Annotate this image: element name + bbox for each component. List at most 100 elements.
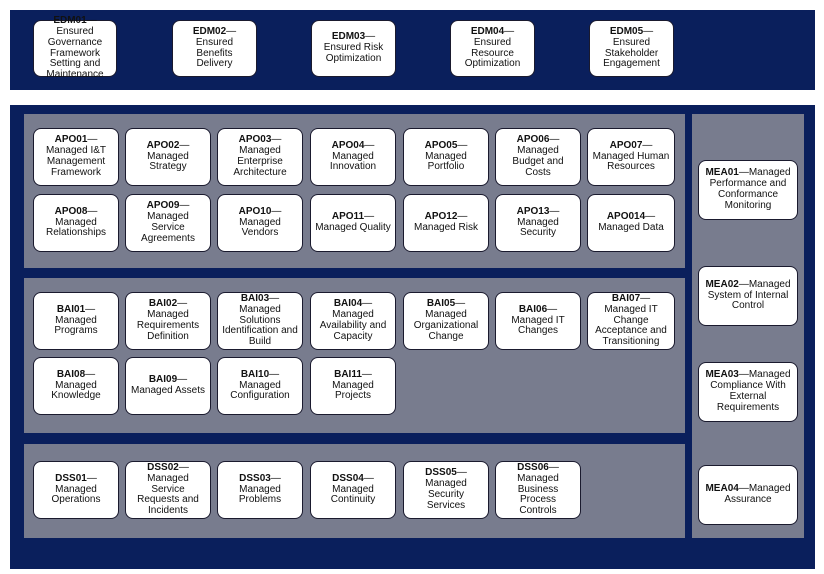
process-name: —Managed Programs — [54, 303, 98, 337]
process-name: —Ensured Governance Framework Setting an… — [46, 15, 104, 81]
process-name: —Managed Assurance — [724, 483, 791, 505]
edm03-box[interactable]: EDM03—Ensured Risk Optimization — [311, 20, 396, 77]
mea03-box[interactable]: MEA03—Managed Compliance With External R… — [698, 362, 798, 422]
process-code: BAI05 — [426, 298, 456, 310]
edm01-box[interactable]: EDM01—Ensured Governance Framework Setti… — [33, 15, 117, 80]
process-name: —Managed Human Resources — [592, 139, 670, 173]
process-code: DSS05 — [425, 467, 457, 479]
mea01-box[interactable]: MEA01—Managed Performance and Conformanc… — [698, 160, 798, 220]
process-name: —Managed Continuity — [330, 472, 376, 506]
process-code: MEA01 — [705, 167, 739, 179]
process-code: DSS04 — [332, 472, 364, 484]
process-name: —Managed Risk — [414, 211, 478, 233]
process-code: APO11 — [331, 211, 365, 223]
dss05-box[interactable]: DSS05—Managed Security Services — [403, 461, 489, 519]
process-code: EDM03 — [331, 31, 366, 43]
edm04-box[interactable]: EDM04—Ensured Resource Optimization — [450, 20, 535, 77]
edm05-box[interactable]: EDM05—Ensured Stakeholder Engagement — [589, 20, 674, 77]
process-name: —Managed Security — [517, 205, 560, 239]
process-name: —Managed Budget and Costs — [512, 134, 564, 178]
apo08-box[interactable]: APO08—Managed Relationships — [33, 194, 119, 252]
process-code: APO12 — [424, 211, 458, 223]
dss04-box[interactable]: DSS04—Managed Continuity — [310, 461, 396, 519]
mea04-box[interactable]: MEA04—Managed Assurance — [698, 465, 798, 525]
process-name: —Managed Organizational Change — [413, 298, 479, 342]
apo12-box[interactable]: APO12—Managed Risk — [403, 194, 489, 252]
bai01-box[interactable]: BAI01—Managed Programs — [33, 292, 119, 350]
process-code: BAI03 — [240, 293, 270, 305]
process-code: BAI01 — [56, 303, 86, 315]
process-name: —Managed Portfolio — [425, 139, 468, 173]
apo10-box[interactable]: APO10—Managed Vendors — [217, 194, 303, 252]
process-code: MEA02 — [705, 278, 739, 290]
bai03-box[interactable]: BAI03—Managed Solutions Identification a… — [217, 292, 303, 350]
process-code: APO13 — [516, 205, 550, 217]
process-name: —Managed Performance and Conformance Mon… — [709, 167, 791, 211]
process-name: —Managed Availability and Capacity — [319, 298, 387, 342]
process-name: —Managed Security Services — [425, 467, 467, 511]
dss03-box[interactable]: DSS03—Managed Problems — [217, 461, 303, 519]
process-name: —Managed System of Internal Control — [707, 278, 791, 312]
process-code: BAI09 — [148, 374, 178, 386]
apo11-box[interactable]: APO11—Managed Quality — [310, 194, 396, 252]
process-name: —Ensured Resource Optimization — [464, 25, 521, 70]
process-code: APO07 — [609, 139, 643, 151]
process-name: —Managed Innovation — [329, 139, 377, 173]
process-code: BAI08 — [56, 368, 86, 380]
process-name: —Managed Data — [598, 211, 664, 233]
process-name: —Managed Problems — [238, 472, 282, 506]
apo13-box[interactable]: APO13—Managed Security — [495, 194, 581, 252]
bai08-box[interactable]: BAI08—Managed Knowledge — [33, 357, 119, 415]
apo07-box[interactable]: APO07—Managed Human Resources — [587, 128, 675, 186]
process-code: APO03 — [238, 134, 272, 146]
process-code: EDM01 — [53, 15, 87, 27]
process-code: DSS06 — [517, 462, 549, 474]
dss01-box[interactable]: DSS01—Managed Operations — [33, 461, 119, 519]
bai11-box[interactable]: BAI11—Managed Projects — [310, 357, 396, 415]
process-code: BAI04 — [333, 298, 363, 310]
process-name: —Managed Service Requests and Incidents — [137, 462, 199, 517]
bai02-box[interactable]: BAI02—Managed Requirements Definition — [125, 292, 211, 350]
apo02-box[interactable]: APO02—Managed Strategy — [125, 128, 211, 186]
process-name: —Managed Solutions Identification and Bu… — [222, 293, 298, 348]
bai06-box[interactable]: BAI06—Managed IT Changes — [495, 292, 581, 350]
process-name: —Managed Business Process Controls — [517, 462, 559, 517]
mea02-box[interactable]: MEA02—Managed System of Internal Control — [698, 266, 798, 326]
process-code: DSS02 — [147, 462, 179, 474]
process-name: —Managed Vendors — [239, 205, 282, 239]
process-code: APO04 — [331, 139, 365, 151]
process-name: —Managed Compliance With External Requir… — [710, 369, 791, 413]
process-code: EDM05 — [609, 25, 644, 37]
process-code: APO014 — [606, 211, 646, 223]
apo014-box[interactable]: APO014—Managed Data — [587, 194, 675, 252]
bai09-box[interactable]: BAI09—Managed Assets — [125, 357, 211, 415]
bai04-box[interactable]: BAI04—Managed Availability and Capacity — [310, 292, 396, 350]
process-name: —Managed Projects — [332, 368, 374, 402]
bai10-box[interactable]: BAI10—Managed Configuration — [217, 357, 303, 415]
apo04-box[interactable]: APO04—Managed Innovation — [310, 128, 396, 186]
dss02-box[interactable]: DSS02—Managed Service Requests and Incid… — [125, 461, 211, 519]
process-name: —Managed Configuration — [230, 368, 290, 402]
process-name: —Managed Knowledge — [51, 368, 101, 402]
process-name: —Managed Service Agreements — [141, 200, 195, 244]
bai05-box[interactable]: BAI05—Managed Organizational Change — [403, 292, 489, 350]
process-code: MEA04 — [705, 483, 739, 495]
process-name: —Managed I&T Management Framework — [45, 134, 107, 178]
process-code: BAI07 — [611, 293, 641, 305]
process-code: APO09 — [146, 200, 180, 212]
dss06-box[interactable]: DSS06—Managed Business Process Controls — [495, 461, 581, 519]
apo06-box[interactable]: APO06—Managed Budget and Costs — [495, 128, 581, 186]
process-name: —Managed Enterprise Architecture — [233, 134, 287, 178]
process-name: —Managed Strategy — [147, 139, 190, 173]
process-name: —Managed Assets — [131, 374, 205, 396]
apo01-box[interactable]: APO01—Managed I&T Management Framework — [33, 128, 119, 186]
process-code: BAI11 — [334, 368, 362, 380]
apo05-box[interactable]: APO05—Managed Portfolio — [403, 128, 489, 186]
edm02-box[interactable]: EDM02—Ensured Benefits Delivery — [172, 20, 257, 77]
process-name: —Managed Quality — [315, 211, 391, 233]
apo03-box[interactable]: APO03—Managed Enterprise Architecture — [217, 128, 303, 186]
process-name: —Ensured Stakeholder Engagement — [603, 25, 660, 70]
bai07-box[interactable]: BAI07—Managed IT Change Acceptance and T… — [587, 292, 675, 350]
apo09-box[interactable]: APO09—Managed Service Agreements — [125, 194, 211, 252]
process-code: EDM04 — [470, 25, 505, 37]
